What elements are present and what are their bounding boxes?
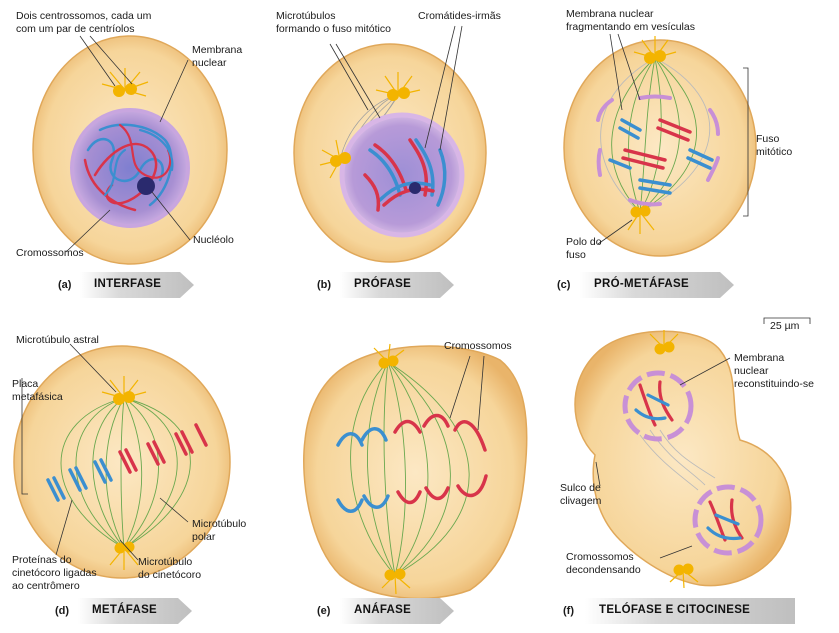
label-d-polar-1: Microtúbulo [192, 518, 246, 530]
banner-interphase: INTERFASE [80, 274, 190, 296]
panel-c-prometaphase [564, 34, 756, 256]
panel-letter-e: (e) [317, 605, 330, 617]
panel-a-interphase [33, 36, 227, 264]
label-f-chrom-2: decondensando [566, 564, 641, 576]
label-c-spindle-2: mitótico [756, 146, 792, 158]
label-b-microtubules-2: formando o fuso mitótico [276, 23, 391, 35]
label-c-pole-1: Polo do [566, 236, 602, 248]
banner-prophase: PRÓFASE [340, 274, 450, 296]
label-c-membrane-2: fragmentando em vesículas [566, 21, 695, 33]
banner-prometaphase: PRÓ-METÁFASE [580, 274, 730, 296]
label-d-plate-2: metafásica [12, 391, 63, 403]
label-f-furrow-1: Sulco de [560, 482, 601, 494]
label-d-proteins-1: Proteínas do [12, 554, 72, 566]
banner-anaphase: ANÁFASE [340, 600, 450, 622]
panel-e-anaphase [304, 344, 527, 598]
label-f-membrane-2: nuclear [734, 365, 768, 377]
phase-label-prophase: PRÓFASE [354, 278, 411, 290]
label-a-nucleolus: Nucléolo [193, 234, 234, 246]
label-d-polar-2: polar [192, 531, 215, 543]
banner-metaphase: METÁFASE [78, 600, 188, 622]
label-a-centrosomes-2: com um par de centríolos [16, 23, 134, 35]
label-b-chromatids: Cromátides-irmãs [418, 10, 501, 22]
label-d-proteins-2: cinetócoro ligadas [12, 567, 97, 579]
phase-label-anaphase: ANÁFASE [354, 604, 411, 616]
panel-letter-c: (c) [557, 279, 570, 291]
label-a-centrosomes-1: Dois centrossomos, cada um [16, 10, 151, 22]
label-d-astral: Microtúbulo astral [16, 334, 99, 346]
label-a-membrane-2: nuclear [192, 57, 226, 69]
label-f-scale: 25 µm [770, 320, 799, 332]
label-d-proteins-3: ao centrômero [12, 580, 80, 592]
label-c-membrane-1: Membrana nuclear [566, 8, 654, 20]
label-a-membrane-1: Membrana [192, 44, 242, 56]
label-c-spindle-1: Fuso [756, 133, 779, 145]
phase-label-prometaphase: PRÓ-METÁFASE [594, 278, 689, 290]
label-f-furrow-2: clivagem [560, 495, 601, 507]
label-f-membrane-3: reconstituindo-se [734, 378, 814, 390]
cell-e [304, 346, 527, 598]
phase-label-metaphase: METÁFASE [92, 604, 157, 616]
label-d-plate-1: Placa [12, 378, 38, 390]
panel-letter-b: (b) [317, 279, 331, 291]
banner-telophase: TELÓFASE E CITOCINESE [585, 600, 795, 622]
label-c-pole-2: fuso [566, 249, 586, 261]
label-e-chromosomes: Cromossomos [444, 340, 512, 352]
label-d-kinet-2: do cinetócoro [138, 569, 201, 581]
label-f-chrom-1: Cromossomos [566, 551, 634, 563]
panel-letter-d: (d) [55, 605, 69, 617]
label-d-kinet-1: Microtúbulo [138, 556, 192, 568]
phase-label-interphase: INTERFASE [94, 278, 161, 290]
label-f-membrane-1: Membrana [734, 352, 784, 364]
panel-letter-a: (a) [58, 279, 71, 291]
label-a-chromosomes: Cromossomos [16, 247, 84, 259]
panel-letter-f: (f) [563, 605, 574, 617]
phase-label-telophase: TELÓFASE E CITOCINESE [599, 604, 750, 616]
label-b-microtubules-1: Microtúbulos [276, 10, 336, 22]
panel-b-prophase [294, 26, 486, 262]
